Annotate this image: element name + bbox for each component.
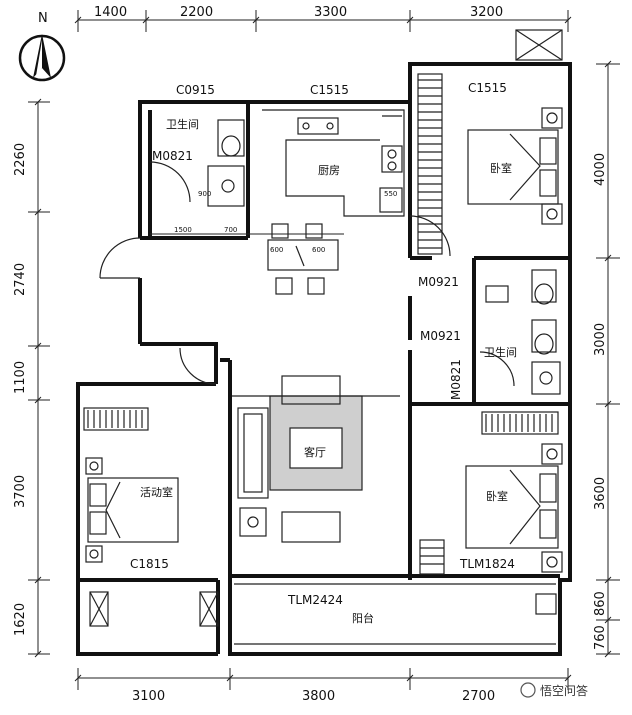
right-dim-3: 3600: [593, 477, 608, 510]
left-dimension-line: [28, 98, 50, 658]
left-dim-1: 2260: [13, 143, 28, 176]
bottom-dim-1: 3100: [132, 689, 165, 704]
bath-top-label: 卫生间: [166, 117, 199, 131]
bottom-dim-3: 2700: [462, 689, 495, 704]
bath-top-fixtures: [149, 119, 245, 207]
north-arrow-icon: [18, 34, 66, 82]
door-code-m0821-bath: M0821: [152, 149, 193, 163]
bedroom-top-label: 卧室: [490, 161, 512, 175]
window-code-c1515-bedroom: C1515: [468, 81, 507, 95]
bath-right-label: 卫生间: [484, 345, 517, 359]
door-code-tlm2424: TLM2424: [287, 593, 343, 607]
right-dim-5: 760: [593, 625, 608, 650]
watermark-icon: [520, 682, 536, 698]
walls: [76, 62, 572, 656]
dim-900: 900: [198, 190, 211, 198]
dim-1500: 1500: [174, 226, 192, 234]
door-code-m0921-upper: M0921: [418, 275, 459, 289]
right-dim-1: 4000: [593, 153, 608, 186]
watermark: 悟空问答: [540, 683, 588, 698]
bottom-dimension-line: [74, 668, 572, 690]
top-dim-3: 3300: [314, 5, 347, 20]
top-dimension-line: [74, 10, 572, 32]
right-dimension-line: [596, 60, 620, 658]
top-dim-4: 3200: [470, 5, 503, 20]
window-code-c0915: C0915: [176, 83, 215, 97]
door-code-m0921-lower: M0921: [420, 329, 461, 343]
balcony-label: 阳台: [352, 611, 374, 625]
left-dim-4: 3700: [13, 475, 28, 508]
north-label: N: [38, 11, 48, 26]
dining-table: [267, 223, 339, 295]
kitchen-fixtures: [262, 109, 405, 217]
bedroom-left-fixtures: [83, 407, 179, 563]
door-code-tlm1824: TLM1824: [459, 557, 515, 571]
window-code-c1515-kitchen: C1515: [310, 83, 349, 97]
door-swing-activity: [179, 347, 217, 385]
top-dim-1: 1400: [94, 5, 127, 20]
living-fixtures: [232, 375, 400, 543]
right-dim-2: 3000: [593, 323, 608, 356]
door-code-m0821-rotated: M0821: [449, 359, 463, 400]
right-dim-4: 860: [593, 591, 608, 616]
bedroom-bottom-fixtures: [419, 411, 563, 575]
dim-550: 550: [384, 190, 397, 198]
entry-door-swing: [99, 237, 141, 279]
balcony-fixtures: [89, 583, 557, 645]
left-dim-2: 2740: [13, 263, 28, 296]
bedroom-top-fixtures: [409, 29, 563, 257]
kitchen-label: 厨房: [318, 164, 340, 177]
dim-600-a: 600: [270, 246, 283, 254]
living-label: 客厅: [304, 445, 326, 459]
window-code-c1815: C1815: [130, 557, 169, 571]
bottom-dim-2: 3800: [302, 689, 335, 704]
left-dim-5: 1620: [13, 603, 28, 636]
bath-right-fixtures: [479, 269, 561, 395]
top-dim-2: 2200: [180, 5, 213, 20]
dim-700: 700: [224, 226, 237, 234]
bedroom-left-label: 活动室: [140, 485, 173, 499]
bedroom-bottom-label: 卧室: [486, 489, 508, 503]
dim-600-b: 600: [312, 246, 325, 254]
left-dim-3: 1100: [13, 361, 28, 394]
